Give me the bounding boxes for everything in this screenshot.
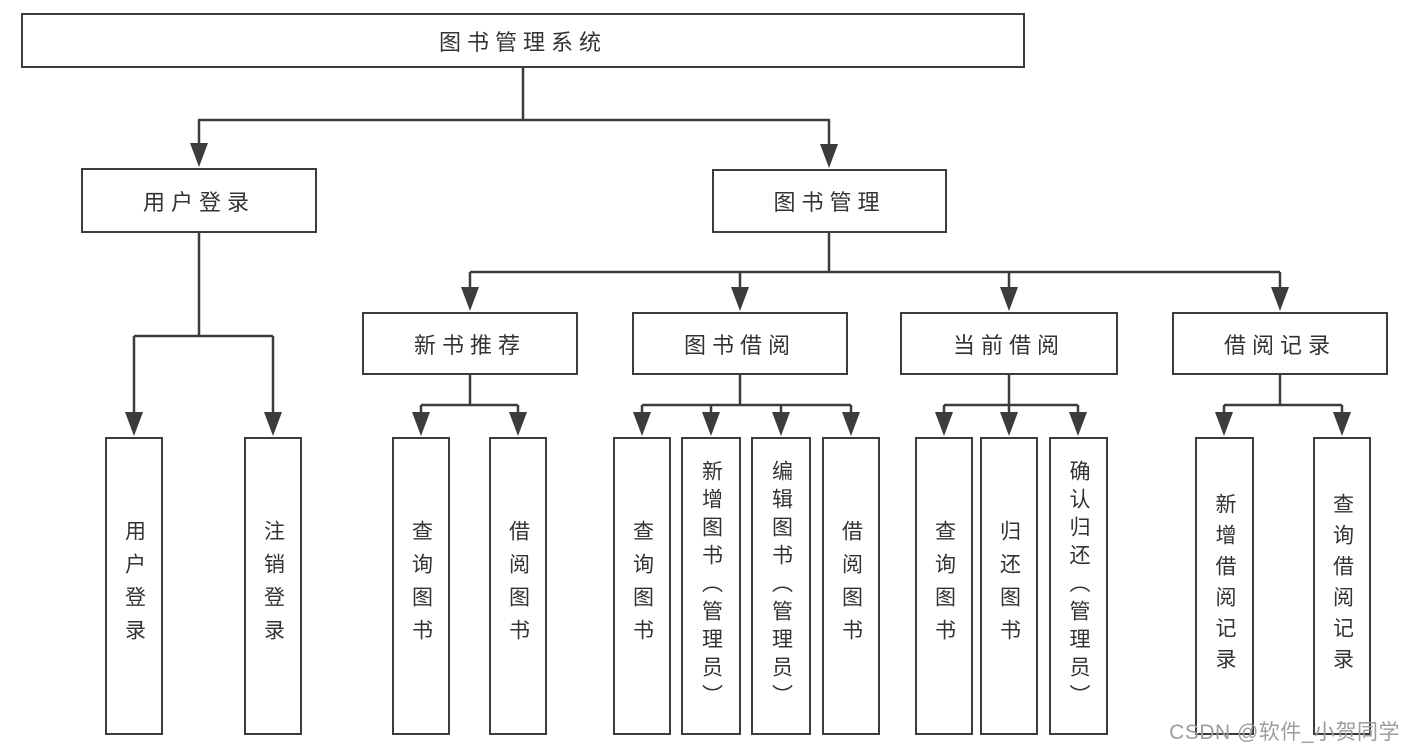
- node-borrow-records: 借阅记录: [1172, 312, 1388, 375]
- leaf-rec-borrow-book: 借阅图书: [489, 437, 547, 735]
- leaf-user-login: 用户登录: [105, 437, 163, 735]
- leaf-cb-query-book: 查询图书: [915, 437, 973, 735]
- connector-book-mgmt-children: [461, 233, 1289, 311]
- node-user-login-label: 用户登录: [142, 189, 255, 215]
- node-new-book-recommend-label: 新书推荐: [413, 332, 526, 358]
- leaf-rec-query-book: 查询图书: [392, 437, 450, 735]
- node-book-management: 图书管理: [712, 169, 947, 233]
- leaf-logout: 注销登录: [244, 437, 302, 735]
- connector-user-login-children: [125, 233, 282, 436]
- leaf-cb-confirm-return-admin-label: 确认归还（管理员）: [1067, 460, 1091, 712]
- leaf-bb-edit-book-admin: 编辑图书（管理员）: [751, 437, 811, 735]
- node-book-borrow-label: 图书借阅: [683, 332, 796, 358]
- leaf-cb-query-book-label: 查询图书: [932, 520, 956, 652]
- leaf-cb-return-book-label: 归还图书: [997, 520, 1021, 652]
- node-new-book-recommend: 新书推荐: [362, 312, 578, 375]
- node-current-borrow: 当前借阅: [900, 312, 1118, 375]
- node-library-management-system-label: 图书管理系统: [438, 29, 607, 55]
- leaf-br-add-record-label: 新增借阅记录: [1213, 493, 1237, 679]
- leaf-br-add-record: 新增借阅记录: [1195, 437, 1254, 735]
- connector-current-borrow-children: [935, 375, 1087, 436]
- csdn-watermark: CSDN @软件_小贺同学: [1169, 721, 1400, 744]
- leaf-cb-confirm-return-admin: 确认归还（管理员）: [1049, 437, 1108, 735]
- leaf-rec-borrow-book-label: 借阅图书: [506, 520, 530, 652]
- leaf-bb-add-book-admin-label: 新增图书（管理员）: [699, 460, 723, 712]
- node-user-login: 用户登录: [81, 168, 317, 233]
- leaf-br-query-record-label: 查询借阅记录: [1330, 493, 1354, 679]
- node-book-borrow: 图书借阅: [632, 312, 848, 375]
- leaf-bb-borrow-book-label: 借阅图书: [839, 520, 863, 652]
- node-borrow-records-label: 借阅记录: [1223, 332, 1336, 358]
- connector-root-to-level2: [190, 68, 838, 168]
- leaf-cb-return-book: 归还图书: [980, 437, 1038, 735]
- node-current-borrow-label: 当前借阅: [952, 332, 1065, 358]
- leaf-bb-borrow-book: 借阅图书: [822, 437, 880, 735]
- connector-book-borrow-children: [633, 375, 860, 436]
- connector-borrow-records-children: [1215, 375, 1351, 436]
- node-library-management-system: 图书管理系统: [21, 13, 1025, 68]
- leaf-br-query-record: 查询借阅记录: [1313, 437, 1371, 735]
- leaf-user-login-label: 用户登录: [122, 520, 146, 652]
- leaf-bb-edit-book-admin-label: 编辑图书（管理员）: [769, 460, 793, 712]
- leaf-bb-query-book: 查询图书: [613, 437, 671, 735]
- connector-new-book-rec-children: [412, 375, 527, 436]
- leaf-logout-label: 注销登录: [261, 520, 285, 652]
- leaf-rec-query-book-label: 查询图书: [409, 520, 433, 652]
- leaf-bb-add-book-admin: 新增图书（管理员）: [681, 437, 741, 735]
- leaf-bb-query-book-label: 查询图书: [630, 520, 654, 652]
- node-book-management-label: 图书管理: [773, 190, 886, 215]
